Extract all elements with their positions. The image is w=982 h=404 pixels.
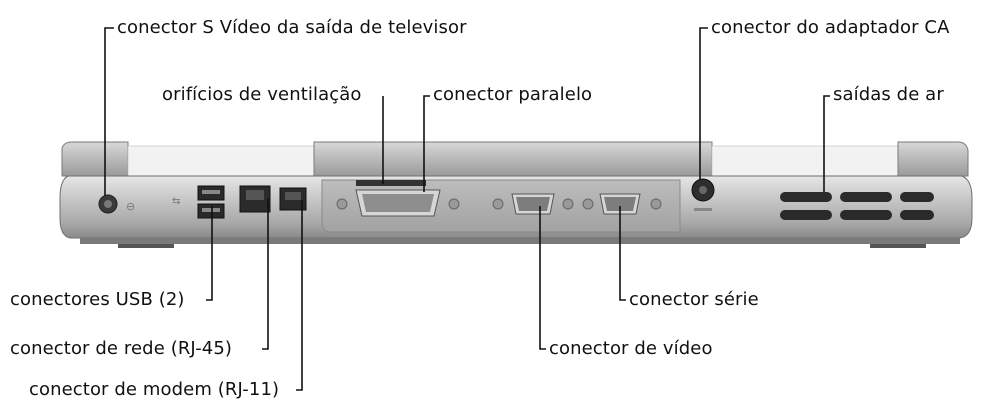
usb-ports: ⇆ xyxy=(172,185,225,219)
label-ac-adapter: conector do adaptador CA xyxy=(711,17,950,38)
ventilation-holes xyxy=(356,180,426,186)
label-usb: conectores USB (2) xyxy=(10,289,185,310)
label-video: conector de vídeo xyxy=(549,338,713,359)
leader-serial xyxy=(619,206,626,301)
leader-video xyxy=(539,206,546,350)
leader-lines xyxy=(104,27,830,391)
leader-network xyxy=(262,198,269,350)
air-outlets xyxy=(780,192,934,220)
svg-text:⇆: ⇆ xyxy=(172,196,180,207)
modem-port xyxy=(279,187,307,211)
leader-air-outlets xyxy=(823,95,830,192)
video-port xyxy=(492,193,574,215)
label-network: conector de rede (RJ-45) xyxy=(10,338,233,359)
label-modem: conector de modem (RJ-11) xyxy=(29,379,280,400)
label-serial: conector série xyxy=(629,289,759,310)
leader-modem xyxy=(296,200,303,391)
parallel-port xyxy=(336,189,460,217)
label-svideo: conector S Vídeo da saída de televisor xyxy=(117,17,467,38)
ac-adapter-port xyxy=(691,178,715,211)
leader-parallel xyxy=(423,95,430,192)
laptop-lid xyxy=(61,141,969,177)
leader-svideo xyxy=(104,27,114,196)
serial-port xyxy=(582,193,662,215)
leader-ac-adapter xyxy=(699,27,708,180)
svideo-port: ⊖ xyxy=(98,194,135,214)
network-port xyxy=(239,185,271,213)
label-parallel: conector paralelo xyxy=(433,84,593,105)
label-vents: orifícios de ventilação xyxy=(162,84,362,105)
label-air-outlets: saídas de ar xyxy=(833,84,944,105)
leader-usb xyxy=(206,206,213,301)
svg-text:⊖: ⊖ xyxy=(126,200,135,213)
